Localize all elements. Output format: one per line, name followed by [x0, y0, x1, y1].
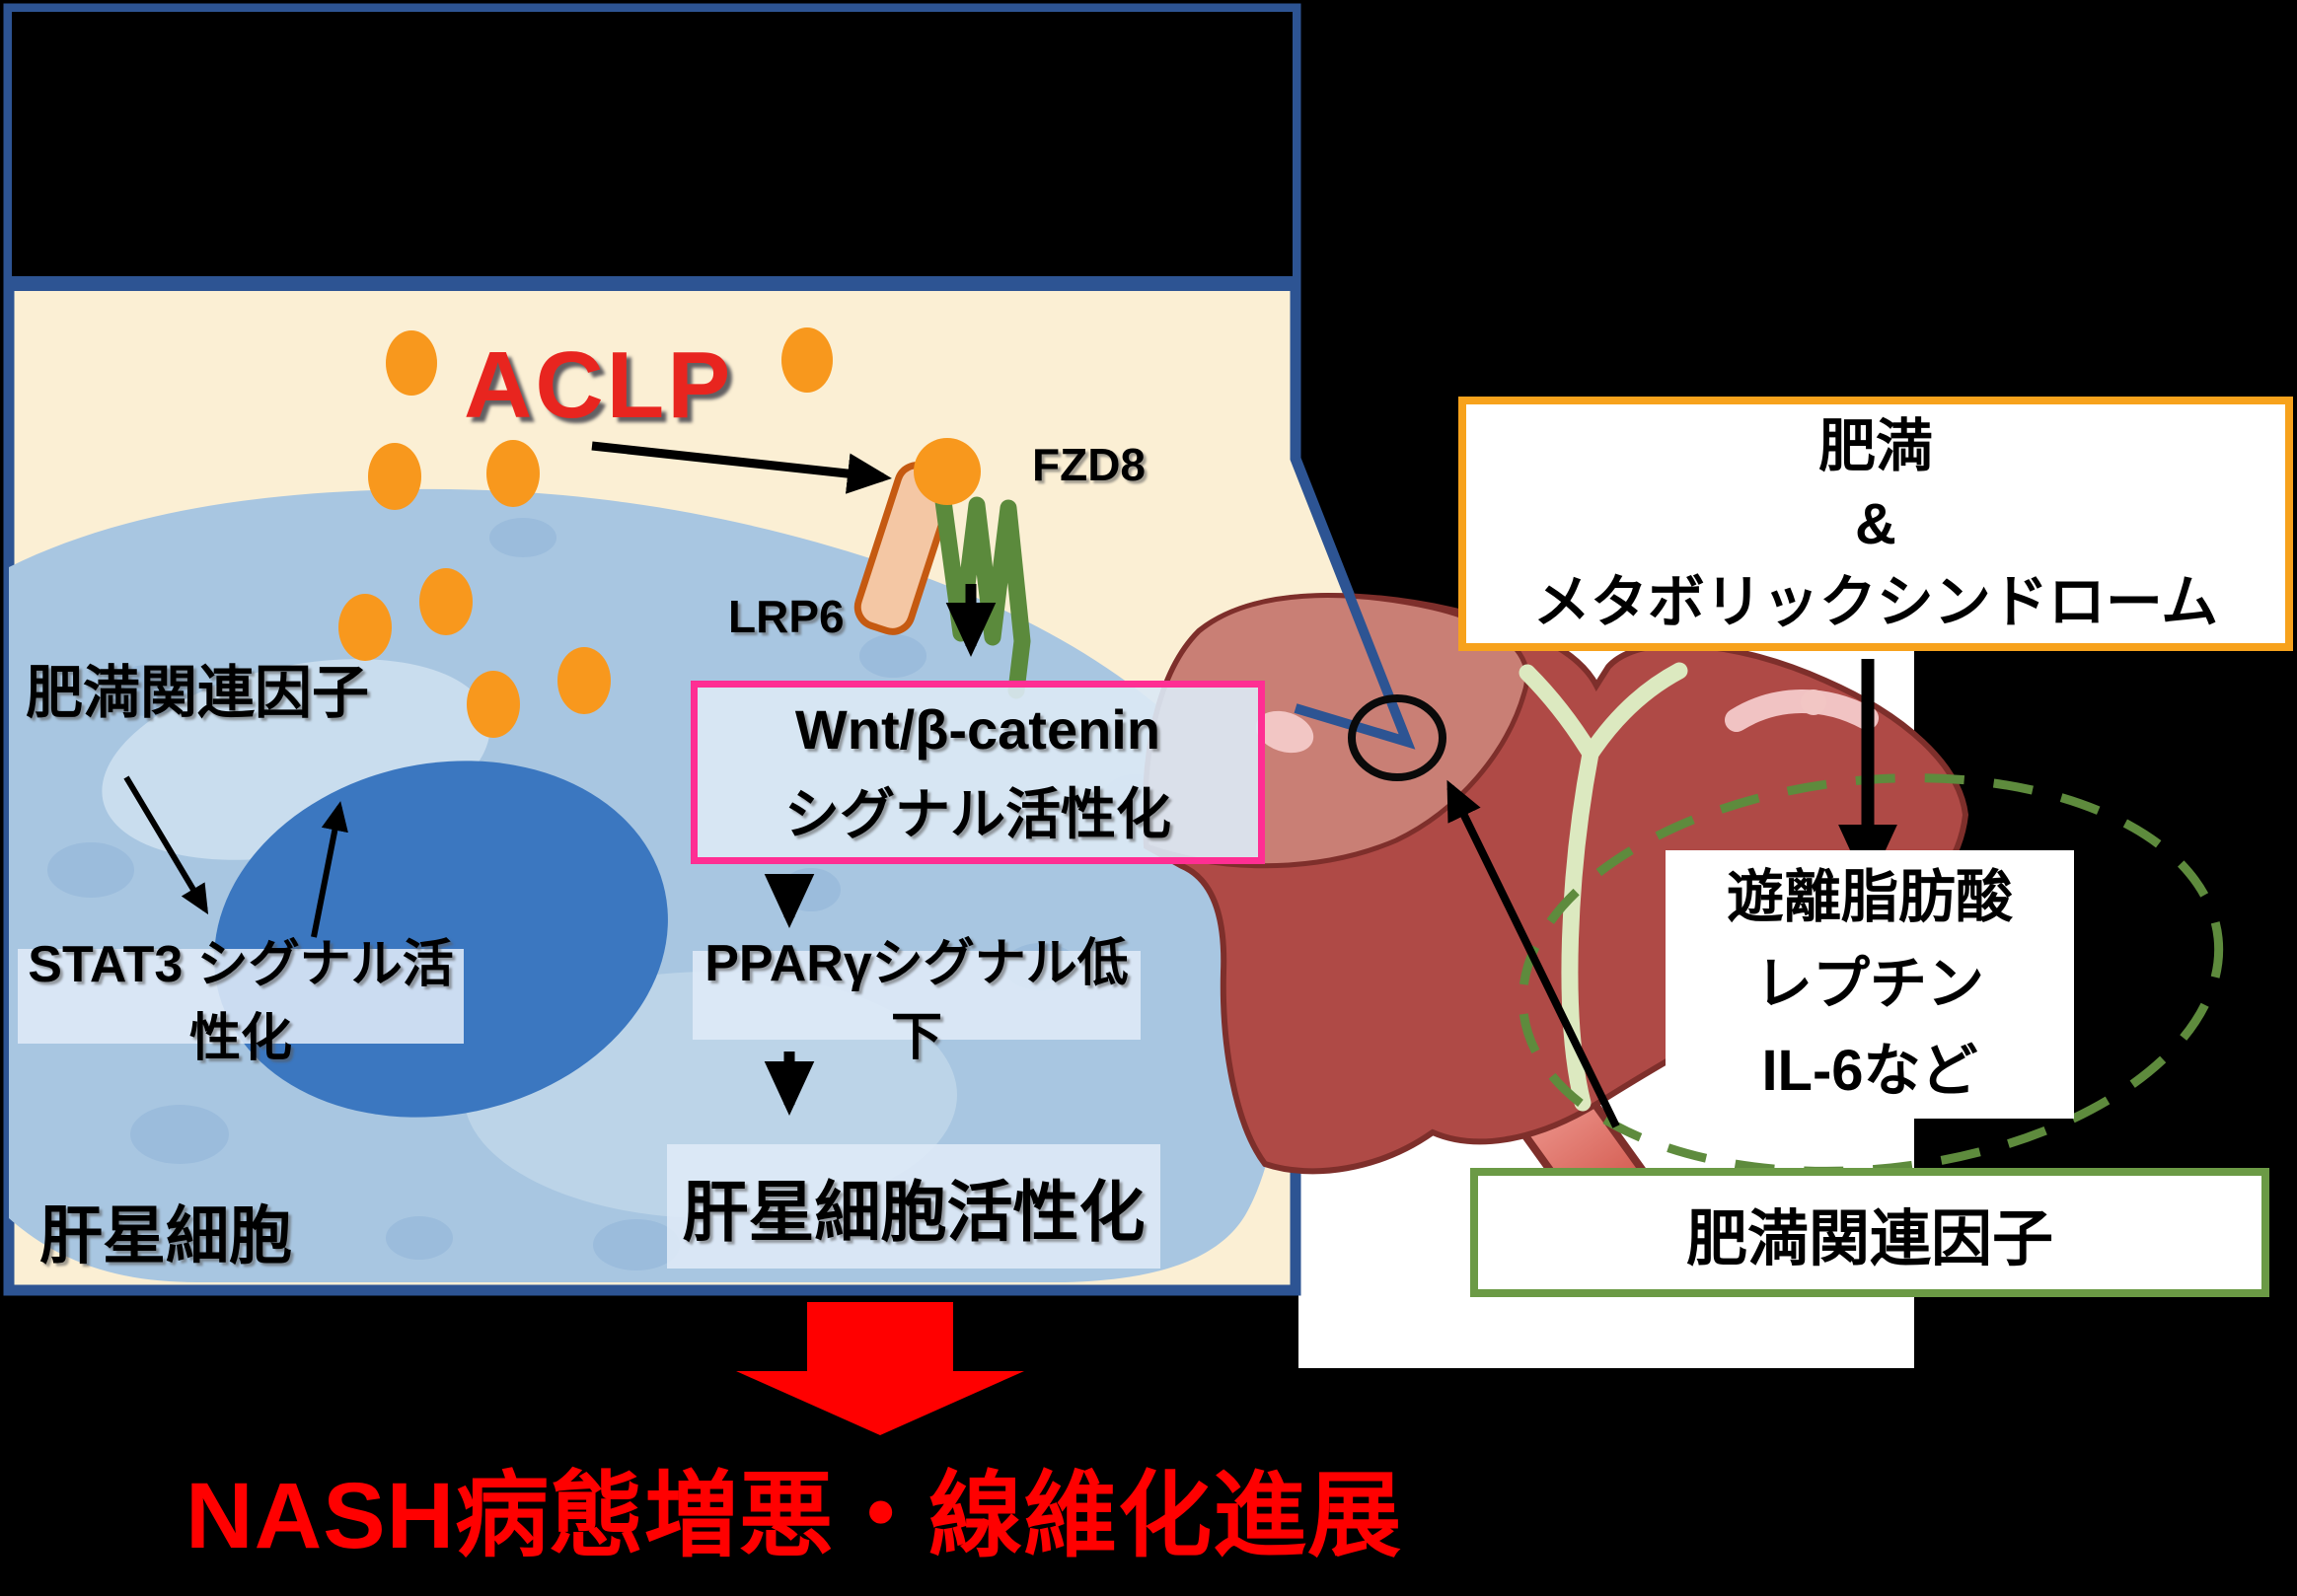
ppar-signal-text: PPARγシグナル低下	[704, 935, 1129, 1066]
wnt-catenin-box: Wnt/β-catenin シグナル活性化	[691, 681, 1265, 864]
liver-vessel-tree	[1519, 662, 1688, 1112]
arrow-stat3-up	[311, 801, 348, 938]
ppar-signal-box: PPARγシグナル低下	[693, 935, 1141, 1066]
lrp6-receptor-label: LRP6	[728, 591, 845, 642]
aclp-bound-molecule	[914, 438, 981, 505]
obesity-line3: メタボリックシンドローム	[1532, 569, 2219, 634]
liver-highlight-spot	[1255, 710, 1314, 754]
aclp-label: ACLP	[464, 332, 734, 438]
obesity-related-factors-box: 肥満関連因子	[1470, 1168, 2269, 1297]
obesity-line1: 肥満	[1817, 413, 1933, 478]
dashed-factors-ellipse	[1518, 773, 2224, 1176]
nash-outcome-label: NASH病態増悪・線維化進展	[185, 1464, 1403, 1568]
arrow-factors-to-stat3	[123, 775, 209, 915]
factors-line3: IL-6など	[1761, 1039, 1978, 1103]
hsc-activation-box: 肝星細胞活性化	[667, 1144, 1160, 1269]
obesity-metabolic-box: 肥満 & メタボリックシンドローム	[1458, 397, 2293, 651]
free-fatty-acid-box: 遊離脂肪酸 レプチン IL-6など	[1666, 850, 2074, 1119]
arrow-aclp-to-receptor	[591, 441, 892, 494]
wnt-catenin-line1: Wnt/β-catenin	[794, 698, 1161, 761]
nash-block-arrow	[736, 1302, 1024, 1435]
hsc-activation-text: 肝星細胞活性化	[682, 1175, 1146, 1250]
obesity-factors-label: 肥満関連因子	[26, 661, 370, 725]
arrow-factors-to-liver	[1446, 779, 1620, 1128]
callout-notch-outline	[1291, 457, 1416, 750]
fzd8-receptor-label: FZD8	[1032, 439, 1146, 490]
factors-line1: 遊離脂肪酸	[1726, 865, 2013, 929]
panel-header-divider	[4, 276, 1298, 291]
stat3-signal-text: STAT3 シグナル活性化	[28, 936, 454, 1067]
obesity-line2: &	[1855, 491, 1896, 556]
aclp-molecules	[338, 327, 833, 738]
panel-header-black	[12, 12, 1293, 276]
stat3-signal-box: STAT3 シグナル活性化	[18, 936, 464, 1067]
wnt-catenin-line2: シグナル活性化	[784, 783, 1171, 845]
factors-line2: レプチン	[1754, 952, 1984, 1016]
obesity-related-text: 肥満関連因子	[1685, 1204, 2053, 1273]
hsc-label: 肝星細胞	[39, 1200, 292, 1271]
liver-highlight-dot	[1801, 689, 1826, 715]
liver-zoom-circle	[1348, 694, 1446, 781]
